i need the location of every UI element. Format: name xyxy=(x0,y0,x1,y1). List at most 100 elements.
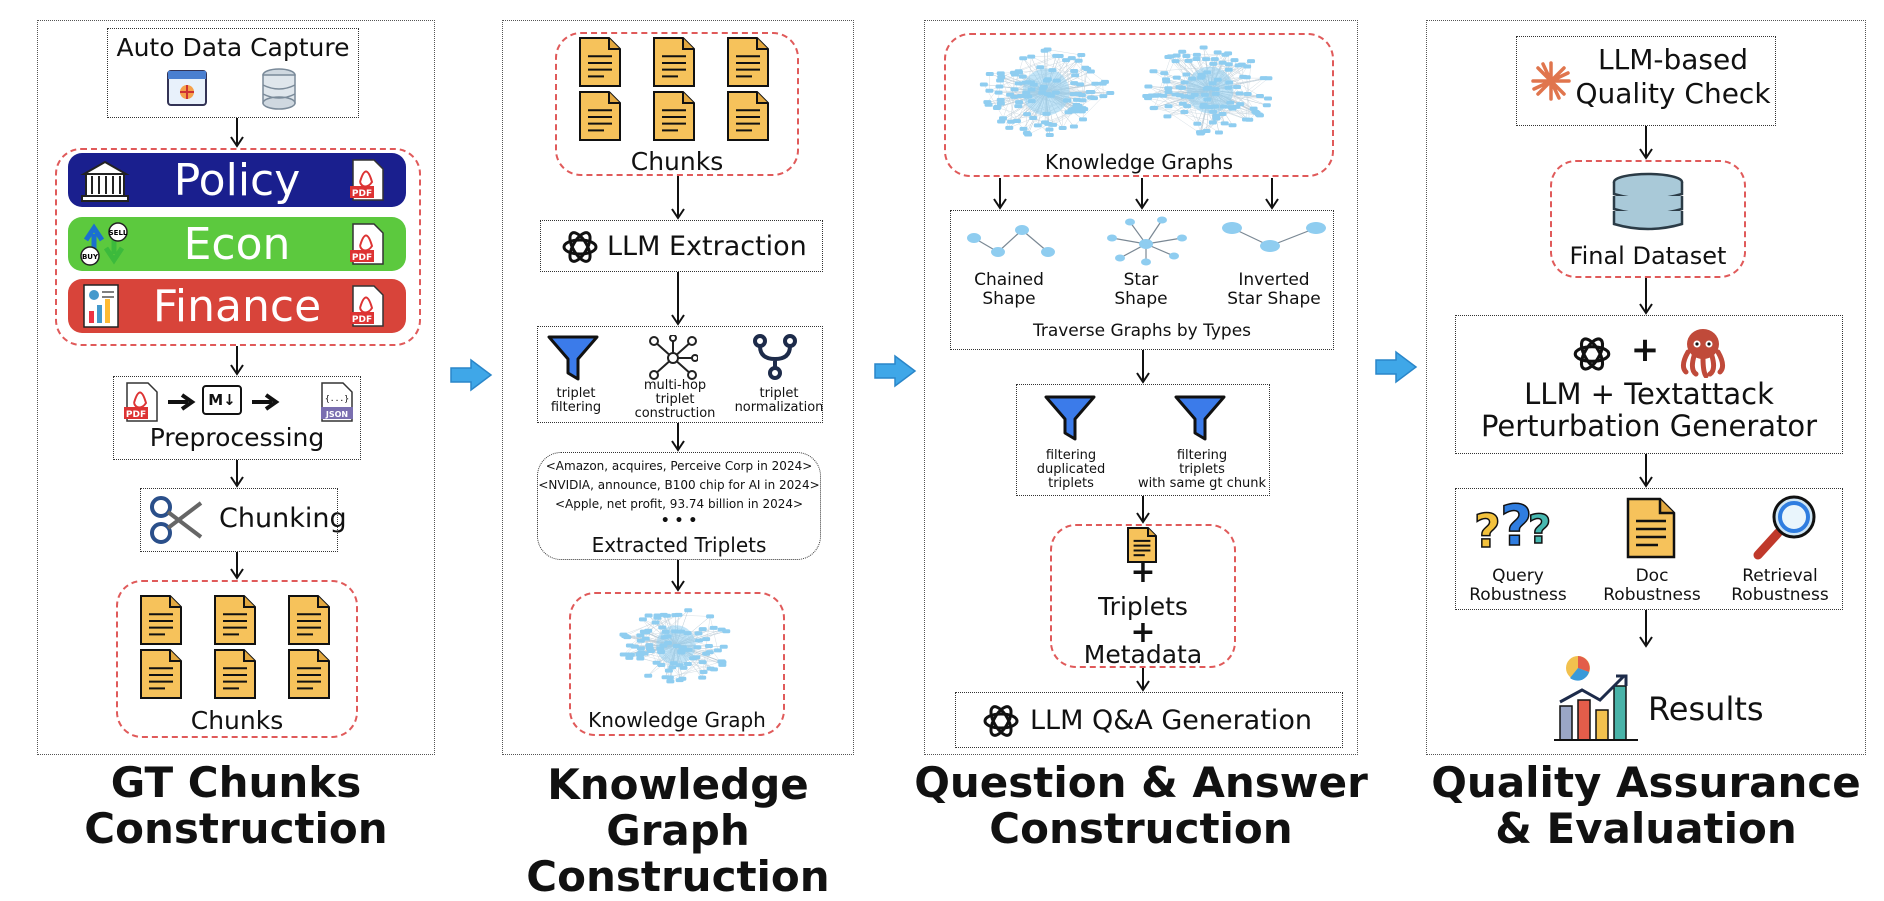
robustness-box: ? ? ? Query Robustness Doc Robustness Re… xyxy=(1455,488,1843,610)
qa-gen-box: LLM Q&A Generation xyxy=(955,692,1343,748)
svg-text:PDF: PDF xyxy=(352,253,372,263)
triplet-2: <NVIDIA, announce, B100 chip for AI in 2… xyxy=(538,478,820,492)
flow-arrow-icon xyxy=(875,356,915,386)
perturb-box: + LLM + Textattack Perturbation Generato… xyxy=(1455,315,1843,454)
shape-star: Star Shape xyxy=(1091,271,1191,309)
triplets-box: <Amazon, acquires, Perceive Corp in 2024… xyxy=(537,452,821,560)
band-policy: Policy PDF xyxy=(68,153,406,207)
band-finance: Finance PDF xyxy=(68,279,406,333)
title-panel4-line1: Quality Assurance xyxy=(1406,760,1884,806)
chunks-label-p2: Chunks xyxy=(555,147,799,176)
triplet-1: <Amazon, acquires, Perceive Corp in 2024… xyxy=(538,459,820,473)
title-panel3-line1: Question & Answer xyxy=(904,760,1378,806)
network-icon xyxy=(648,335,698,381)
metadata-label: Metadata xyxy=(1050,640,1236,669)
openai-icon xyxy=(559,226,601,268)
robust-retrieval: Retrieval Robustness xyxy=(1718,567,1842,605)
json-text: JSON xyxy=(325,410,348,419)
filters-box: filtering duplicated triplets filtering … xyxy=(1016,384,1270,496)
band-policy-label: Policy xyxy=(174,155,301,206)
op-multihop: multi-hop triplet construction xyxy=(630,379,720,421)
pdf-icon: PDF xyxy=(124,381,160,423)
pdf-icon: PDF xyxy=(350,284,386,328)
robust-doc: Doc Robustness xyxy=(1590,567,1714,605)
extracted-triplets-label: Extracted Triplets xyxy=(538,533,820,557)
svg-text:?: ? xyxy=(1528,507,1551,553)
filter-same-chunk: filtering triplets with same gt chunk xyxy=(1137,449,1267,491)
kg-label-p2: Knowledge Graph xyxy=(569,708,785,732)
title-panel3: Question & Answer Construction xyxy=(904,760,1378,852)
sparkle-icon xyxy=(1529,59,1573,103)
filter-duplicated: filtering duplicated triplets xyxy=(1021,449,1121,491)
sell-label: SELL xyxy=(109,229,128,237)
llm-extraction-box: LLM Extraction xyxy=(540,220,823,272)
title-panel2-line2: Construction xyxy=(478,854,878,900)
flow-arrow-icon xyxy=(1376,352,1416,382)
magnifier-icon xyxy=(1750,493,1822,563)
results-label: Results xyxy=(1648,690,1764,728)
webpage-icon xyxy=(166,67,208,109)
title-panel2: Knowledge Graph Construction xyxy=(478,762,878,900)
perturb-label: LLM + Textattack Perturbation Generator xyxy=(1456,378,1842,442)
database-icon xyxy=(260,67,298,111)
band-econ: BUY SELL Econ PDF xyxy=(68,217,406,271)
flow-arrow-icon xyxy=(451,360,491,390)
auto-capture-label: Auto Data Capture xyxy=(108,33,358,62)
chunking-label: Chunking xyxy=(219,503,347,534)
chunking-box: Chunking xyxy=(140,488,338,552)
band-finance-label: Finance xyxy=(153,281,321,332)
database-icon xyxy=(1610,172,1686,236)
funnel-icon xyxy=(1043,393,1097,443)
title-panel1: GT Chunks Construction xyxy=(37,760,435,852)
plus-p4: + xyxy=(1630,330,1660,370)
openai-icon xyxy=(980,700,1022,742)
op-triplet-filtering: triplet filtering xyxy=(538,387,614,415)
building-icon xyxy=(80,158,130,202)
markdown-icon: M↓ xyxy=(202,385,242,415)
document-icon xyxy=(1624,497,1678,559)
shape-chained: Chained Shape xyxy=(959,271,1059,309)
band-econ-label: Econ xyxy=(184,219,291,270)
preprocessing-label: Preprocessing xyxy=(114,423,360,452)
title-panel4: Quality Assurance & Evaluation xyxy=(1406,760,1884,852)
title-panel1-line2: Construction xyxy=(37,806,435,852)
scissors-icon xyxy=(149,493,205,547)
chart-icon xyxy=(1552,650,1642,744)
title-panel2-line1: Knowledge Graph xyxy=(478,762,878,854)
qa-gen-label: LLM Q&A Generation xyxy=(1030,705,1312,736)
triplet-ops-box: triplet filtering multi-hop triplet cons… xyxy=(537,326,823,423)
arrow-right-icon xyxy=(166,391,196,413)
question-icon: ? ? ? xyxy=(1472,495,1556,559)
svg-text:?: ? xyxy=(1474,504,1501,558)
robust-query: Query Robustness xyxy=(1456,567,1580,605)
llm-extraction-label: LLM Extraction xyxy=(607,231,807,262)
merge-icon xyxy=(750,333,800,381)
octopus-icon xyxy=(1676,326,1730,378)
svg-text:{...}: {...} xyxy=(325,394,349,403)
title-panel4-line2: & Evaluation xyxy=(1406,806,1884,852)
quality-check-label: LLM-based Quality Check xyxy=(1573,43,1773,111)
final-dataset-label: Final Dataset xyxy=(1550,242,1746,270)
plus-1: + xyxy=(1050,558,1236,588)
op-normalization: triplet normalization xyxy=(734,387,824,415)
quality-check-box: LLM-based Quality Check xyxy=(1516,36,1776,126)
title-panel1-line1: GT Chunks xyxy=(37,760,435,806)
traverse-box: Chained Shape Star Shape Inverted Star S… xyxy=(950,210,1334,350)
buy-label: BUY xyxy=(82,253,99,261)
funnel-icon xyxy=(1173,393,1227,443)
auto-capture-box: Auto Data Capture xyxy=(107,28,359,118)
traverse-label: Traverse Graphs by Types xyxy=(951,321,1333,341)
kgs-label: Knowledge Graphs xyxy=(944,150,1334,174)
openai-icon xyxy=(1570,332,1614,376)
preprocessing-box: PDF M↓ {...} JSON Preprocessing xyxy=(113,376,361,460)
arrow-right-icon xyxy=(250,391,280,413)
pdf-icon: PDF xyxy=(350,158,386,202)
report-icon xyxy=(80,283,126,329)
json-icon: {...} JSON xyxy=(319,381,355,423)
pdf-icon: PDF xyxy=(350,222,386,266)
pdf-text: PDF xyxy=(126,410,146,420)
shape-inverted: Inverted Star Shape xyxy=(1219,271,1329,309)
svg-text:PDF: PDF xyxy=(352,315,372,325)
chunks-label-p1: Chunks xyxy=(116,706,358,735)
title-panel3-line2: Construction xyxy=(904,806,1378,852)
